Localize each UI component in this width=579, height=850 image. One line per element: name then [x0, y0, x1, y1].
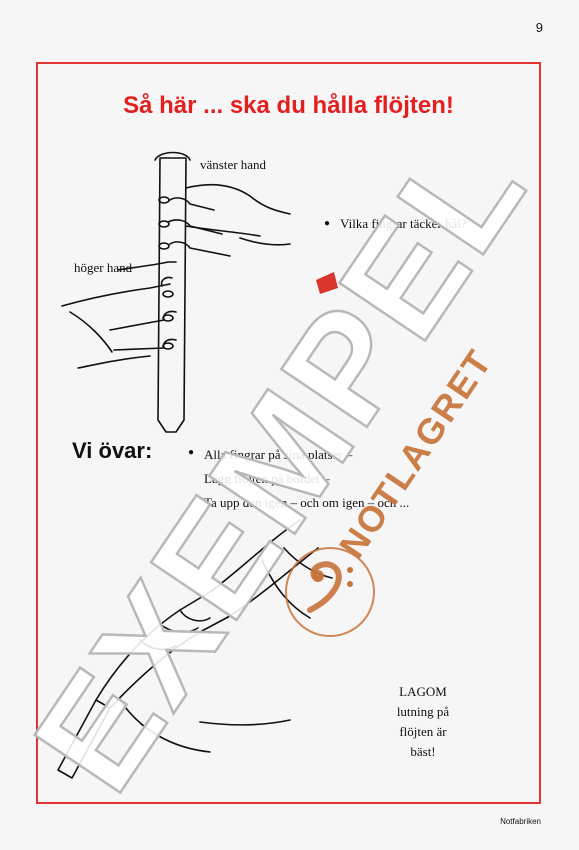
- exercise-line: Lägg flöjten på bordet –: [204, 471, 330, 486]
- page-number: 9: [535, 20, 543, 35]
- content-frame: [36, 62, 541, 804]
- note-line: lutning på: [396, 704, 450, 719]
- exercise-lines: Alla fingrar på sina platser – Lägg flöj…: [204, 443, 409, 515]
- tilt-note: LAGOM lutning på flöjten är bäst!: [378, 682, 468, 762]
- note-line: bäst!: [410, 744, 436, 759]
- note-line: flöjten är: [399, 724, 447, 739]
- note-line: LAGOM: [399, 684, 447, 699]
- exercise-line: Alla fingrar på sina platser –: [204, 447, 353, 462]
- exercise-line: Ta upp den igen – och om igen – och ...: [204, 495, 410, 510]
- page-title: Så här ... ska du hålla flöjten!: [123, 92, 454, 119]
- bullet-icon: ●: [188, 447, 195, 458]
- exercise-heading: Vi övar:: [72, 438, 153, 463]
- publisher-footer: Notfabriken: [500, 817, 541, 826]
- question-text: Vilka fingrar täcker hål?: [324, 214, 467, 234]
- right-hand-label: höger hand: [74, 260, 133, 275]
- left-hand-label: vänster hand: [200, 157, 267, 172]
